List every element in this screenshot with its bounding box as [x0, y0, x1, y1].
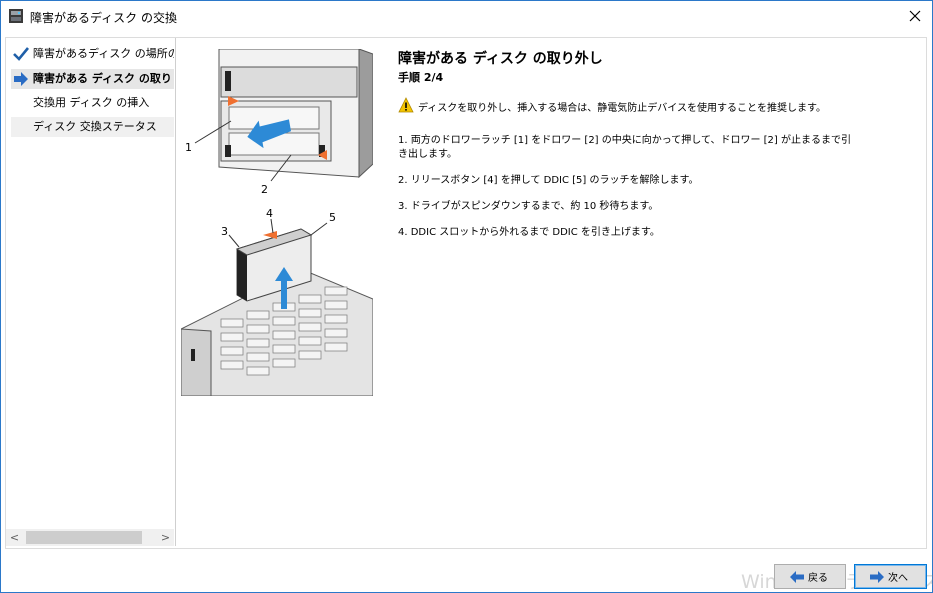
instruction-step-2: 2. リリースボタン [4] を押して DDIC [5] のラッチを解除します。 — [398, 175, 699, 186]
close-icon — [909, 10, 921, 22]
step-label: 交換用 ディスク の挿入 — [33, 96, 150, 109]
step-label: 障害がある ディスク の取り — [33, 72, 172, 85]
sidebar-horizontal-scrollbar[interactable]: < > — [6, 529, 174, 546]
step-item-locate-disk[interactable]: 障害があるディスク の場所の — [11, 44, 174, 64]
back-button-label: 戻る — [808, 573, 828, 584]
close-button[interactable] — [898, 1, 932, 31]
callout-3: 3 — [221, 225, 228, 238]
next-button[interactable]: 次へ — [854, 564, 927, 589]
warning-notice: ディスクを取り外し、挿入する場合は、静電気防止デバイスを使用することを推奨します… — [398, 97, 898, 115]
step-label: ディスク 交換ステータス — [33, 120, 157, 133]
step-content: 障害がある ディスク の取り外し 手順 2/4 ディスクを取り外し、挿入する場合… — [398, 48, 898, 240]
callout-4: 4 — [266, 207, 273, 220]
step-label: 障害があるディスク の場所の — [33, 47, 174, 60]
instruction-step-1: 1. 両方のドロワーラッチ [1] をドロワー [2] の中央に向かって押して、… — [398, 135, 851, 160]
instruction-step-3: 3. ドライブがスピンダウンするまで、約 10 秒待ちます。 — [398, 201, 659, 212]
disk-removal-illustration: 1 2 3 4 5 — [181, 49, 373, 396]
checkmark-icon — [13, 47, 29, 61]
next-button-label: 次へ — [888, 573, 908, 584]
title-bar: 障害があるディスク の交換 — [1, 1, 932, 32]
step-item-replace-status[interactable]: ディスク 交換ステータス — [11, 117, 174, 137]
back-button[interactable]: 戻る — [774, 564, 846, 589]
arrow-right-icon — [870, 570, 884, 583]
arrow-right-icon — [14, 72, 28, 86]
callout-5: 5 — [329, 211, 336, 224]
step-item-insert-disk[interactable]: 交換用 ディスク の挿入 — [11, 93, 174, 113]
steps-sidebar: 障害があるディスク の場所の 障害がある ディスク の取り 交換用 ディスク の… — [6, 38, 176, 546]
step-indicator: 手順 2/4 — [398, 71, 444, 84]
app-icon — [9, 9, 23, 23]
arrow-left-icon — [790, 570, 804, 583]
content-frame — [5, 37, 927, 549]
scroll-left-arrow[interactable]: < — [9, 531, 20, 544]
scroll-right-arrow[interactable]: > — [160, 531, 171, 544]
warning-text: ディスクを取り外し、挿入する場合は、静電気防止デバイスを使用することを推奨します… — [418, 103, 826, 114]
step-item-remove-disk[interactable]: 障害がある ディスク の取り — [11, 69, 174, 89]
instruction-step-4: 4. DDIC スロットから外れるまで DDIC を引き上げます。 — [398, 227, 660, 238]
window-title: 障害があるディスク の交換 — [30, 11, 177, 25]
scroll-thumb[interactable] — [26, 531, 142, 544]
callout-2: 2 — [261, 183, 268, 196]
page-title: 障害がある ディスク の取り外し — [398, 51, 603, 67]
warning-icon — [398, 97, 414, 113]
callout-1: 1 — [185, 141, 192, 154]
